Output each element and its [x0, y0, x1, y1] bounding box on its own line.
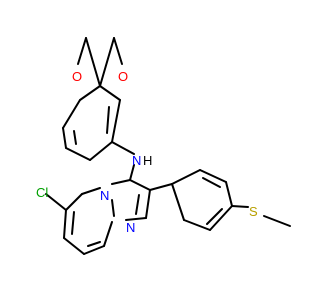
molecule-canvas: O O N H N N Cl S — [36, 37, 291, 255]
oxygen-atom-right: O — [118, 69, 128, 84]
bridgehead-nitrogen: N — [100, 188, 109, 203]
amine-linker — [111, 141, 135, 181]
benzodioxole-benzene-ring — [62, 85, 121, 161]
molecule-structure: O O N H N N Cl S — [36, 37, 291, 255]
amine-hydrogen: H — [143, 153, 152, 168]
oxygen-atom-left: O — [72, 69, 82, 84]
sulfur-atom: S — [249, 204, 258, 219]
imidazole-ring — [111, 179, 151, 221]
chlorine-atom: Cl — [36, 185, 48, 200]
amine-nitrogen: N — [132, 153, 141, 168]
phenyl-ring — [149, 169, 233, 231]
pyridine-ring — [63, 187, 113, 255]
chloro-bond — [45, 193, 67, 211]
methylthio-group — [231, 205, 291, 227]
imidazole-nitrogen: N — [126, 220, 135, 235]
dioxolane-ring — [77, 37, 123, 87]
